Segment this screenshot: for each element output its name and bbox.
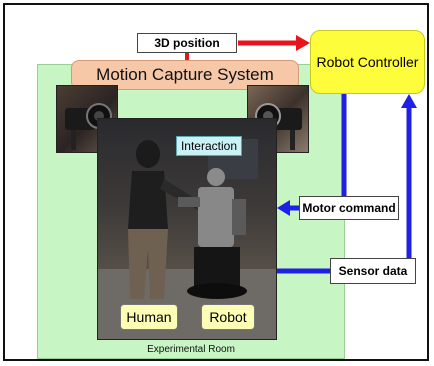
motor-command-box: Motor command: [299, 196, 399, 220]
human-label: Human: [120, 304, 178, 330]
motor-arrowhead: [277, 200, 290, 216]
robot-label: Robot: [201, 304, 255, 330]
robot-controller-box: Robot Controller: [310, 30, 425, 94]
position-to-controller-arrowhead: [296, 35, 310, 51]
experimental-room-label: Experimental Room: [147, 344, 235, 355]
diagram-frame: [3, 3, 429, 361]
interaction-label: Interaction: [176, 136, 242, 156]
sensor-data-box: Sensor data: [330, 258, 416, 284]
sensor-arrowhead: [401, 94, 417, 108]
3d-position-box: 3D position: [137, 33, 237, 53]
